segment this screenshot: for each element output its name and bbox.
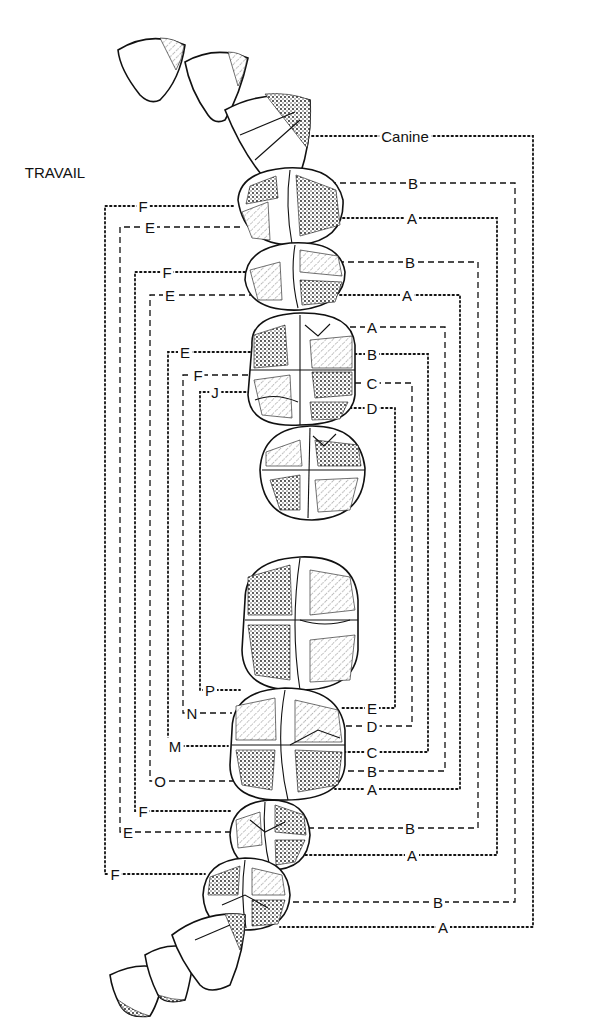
lower-molar: [242, 557, 358, 690]
cusp-label: B: [403, 820, 417, 837]
cusp-label: E: [178, 344, 192, 361]
cusp-label: A: [405, 210, 419, 227]
cusp-label: J: [209, 384, 221, 401]
upper-molar: [260, 426, 365, 520]
cusp-label: Canine: [379, 128, 431, 145]
cusp-label: B: [403, 254, 417, 271]
cusp-label: B: [365, 346, 379, 363]
cusp-label: E: [143, 219, 157, 236]
cusp-label: A: [400, 287, 414, 304]
cusp-label: F: [191, 367, 204, 384]
cusp-label: E: [121, 824, 135, 841]
cusp-label: F: [160, 264, 173, 281]
cusp-label: A: [365, 781, 379, 798]
cusp-label: C: [365, 375, 380, 392]
cusp-label: C: [365, 744, 380, 761]
upper-premolar: [245, 243, 345, 310]
upper-premolar: [238, 168, 343, 245]
upper-front-teeth: [118, 38, 311, 190]
upper-molar: [248, 313, 355, 425]
cusp-label: N: [185, 705, 200, 722]
cusp-label: B: [406, 175, 420, 192]
lower-front-teeth: [110, 914, 245, 1017]
cusp-label: F: [136, 803, 149, 820]
cusp-label: D: [365, 400, 380, 417]
cusp-label: F: [108, 866, 121, 883]
cusp-label: A: [405, 847, 419, 864]
cusp-label: A: [436, 919, 450, 936]
leader-lines-right: [280, 136, 533, 927]
cusp-label: P: [203, 682, 217, 699]
lower-molar: [230, 688, 345, 800]
cusp-label: O: [152, 773, 168, 790]
diagram-heading: TRAVAIL: [23, 164, 87, 181]
cusp-label: F: [136, 198, 149, 215]
cusp-label: E: [365, 700, 379, 717]
cusp-label: D: [365, 718, 380, 735]
cusp-label: B: [431, 894, 445, 911]
cusp-label: A: [365, 319, 379, 336]
cusp-label: B: [365, 763, 379, 780]
cusp-label: E: [163, 287, 177, 304]
cusp-label: M: [167, 738, 184, 755]
